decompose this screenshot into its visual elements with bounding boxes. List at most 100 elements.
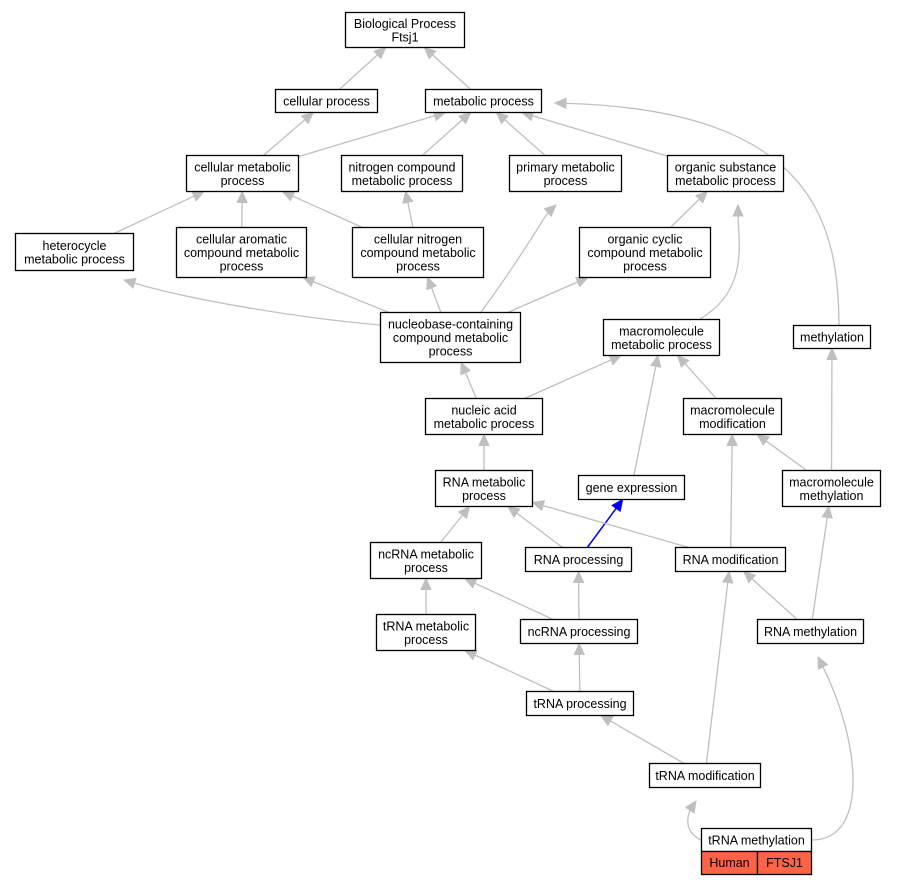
- go-term-box: [519, 618, 639, 645]
- go-term-box: [682, 397, 783, 436]
- edge-line: [502, 117, 546, 156]
- edge-line: [811, 664, 854, 841]
- edge-line: [472, 653, 555, 693]
- go-term-label: ncRNA processing: [528, 625, 631, 639]
- edge-nitrogen-compound-to-metabolic-process: [421, 111, 472, 156]
- go-term-gene-expression[interactable]: gene expression: [577, 474, 686, 501]
- go-term-rna-modification[interactable]: RNA modification: [674, 546, 787, 573]
- edge-line: [507, 280, 580, 314]
- edge-macromolecule-modification-to-macromolecule-metabolic: [676, 354, 717, 399]
- edge-arrowhead: [732, 203, 744, 217]
- go-term-label: metabolic process: [352, 174, 453, 188]
- edge-rna-modification-to-macromolecule-modification: [726, 433, 738, 548]
- go-term-label: compound metabolic: [393, 331, 508, 345]
- go-term-box: [379, 311, 522, 364]
- edge-line: [464, 370, 477, 399]
- edge-line: [298, 114, 437, 158]
- edge-line: [586, 506, 618, 548]
- edge-primary-metabolic-to-metabolic-process: [495, 111, 546, 156]
- go-term-label: cellular nitrogen: [374, 233, 462, 247]
- go-term-ncrna-processing[interactable]: ncRNA processing: [519, 618, 639, 645]
- edge-arrowhead: [460, 361, 471, 376]
- edge-arrowhead: [684, 799, 697, 814]
- go-term-label: tRNA processing: [533, 697, 626, 711]
- edge-cellular-nitrogen-to-nitrogen-compound: [402, 190, 414, 228]
- go-term-methylation[interactable]: methylation: [792, 324, 872, 350]
- go-term-rna-processing[interactable]: RNA processing: [524, 546, 633, 573]
- edge-line: [730, 443, 733, 548]
- edge-line: [633, 364, 657, 476]
- edge-line: [578, 652, 581, 692]
- go-term-box: [175, 226, 308, 279]
- edge-trna-methylation-to-trna-modification: [684, 799, 702, 841]
- go-term-box: [577, 474, 686, 501]
- edge-rna-metabolic-to-nucleic-acid: [478, 433, 490, 471]
- edge-line: [262, 117, 307, 156]
- go-term-metabolic-process[interactable]: metabolic process: [424, 88, 543, 114]
- edge-trna-processing-to-ncrna-processing: [573, 642, 586, 692]
- go-term-label: modification: [699, 417, 766, 431]
- edge-arrowhead: [676, 354, 690, 368]
- edge-rna-modification-to-rna-metabolic: [531, 500, 690, 549]
- go-term-label: nucleobase-containing: [388, 318, 513, 332]
- edge-arrowhead: [423, 46, 437, 60]
- edge-line: [699, 213, 740, 320]
- edge-ncrna-processing-to-rna-processing: [572, 570, 585, 620]
- edge-rna-processing-to-rna-metabolic: [506, 505, 563, 549]
- go-term-trna-methylation[interactable]: tRNA methylation: [700, 827, 813, 853]
- edge-line: [480, 210, 550, 313]
- edge-arrowhead: [506, 505, 521, 519]
- go-term-label: Biological Process: [354, 17, 456, 31]
- edge-trna-methylation-to-rna-methylation: [811, 655, 854, 841]
- edge-arrowhead: [543, 204, 557, 218]
- edge-line: [421, 117, 465, 156]
- edge-organic-cyclic-to-organic-substance: [670, 190, 709, 228]
- go-term-box: [424, 88, 543, 114]
- go-term-box: [274, 88, 379, 114]
- edge-line: [113, 194, 197, 235]
- edge-arrowhead: [721, 570, 734, 584]
- edge-arrowhead: [457, 505, 471, 520]
- go-term-trna-modification[interactable]: tRNA modification: [648, 762, 762, 789]
- go-term-label: process: [221, 174, 265, 188]
- go-term-label: process: [220, 260, 264, 274]
- go-term-trna-processing[interactable]: tRNA processing: [525, 690, 635, 717]
- go-term-rna-methylation[interactable]: RNA methylation: [756, 618, 865, 645]
- edge-line: [430, 53, 472, 90]
- edge-arrowhead: [574, 276, 589, 288]
- go-term-cellular-process[interactable]: cellular process: [274, 88, 379, 114]
- edge-line: [811, 515, 829, 620]
- edge-nucleobase-to-primary-metabolic: [480, 204, 557, 313]
- edge-rna-processing-to-gene-expression: [586, 498, 624, 548]
- go-term-box: [524, 546, 633, 573]
- edge-arrowhead: [826, 347, 838, 361]
- go-term-label: cellular aromatic: [196, 233, 287, 247]
- edge-line: [430, 285, 442, 313]
- edge-nucleobase-to-cellular-nitrogen: [426, 276, 442, 313]
- go-term-label: tRNA metabolic: [383, 619, 469, 633]
- go-term-label: RNA methylation: [764, 625, 857, 639]
- go-term-box: [525, 690, 635, 717]
- go-term-label: process: [396, 260, 440, 274]
- edge-line: [472, 581, 554, 621]
- edge-cellular-aromatic-to-cellular-metabolic: [236, 190, 248, 228]
- edge-macromolecule-metabolic-to-organic-substance: [699, 203, 744, 320]
